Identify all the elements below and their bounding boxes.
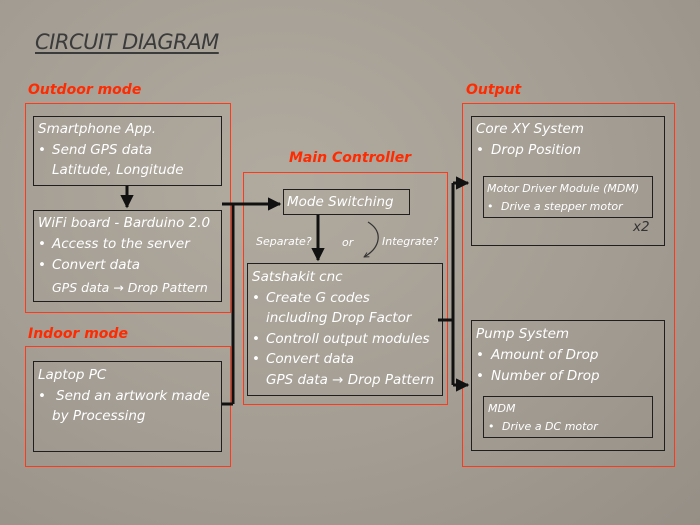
- output-label: Output: [466, 82, 522, 98]
- bullet: •: [38, 142, 46, 158]
- separate-label: Separate?: [256, 235, 312, 248]
- stepper-mdm-box: [483, 176, 653, 218]
- main-controller-label: Main Controller: [289, 150, 412, 166]
- bullet: •: [487, 200, 494, 213]
- bullet: •: [476, 368, 484, 384]
- bullet: •: [38, 257, 46, 273]
- pump-title: Pump System: [476, 326, 570, 342]
- wifi-line-3: GPS data → Drop Pattern: [52, 280, 208, 295]
- pump-bullet-2: Number of Drop: [491, 368, 600, 384]
- smartphone-title: Smartphone App.: [38, 121, 157, 137]
- cnc-bullet-3: Controll output modules: [266, 331, 430, 347]
- cnc-line-5: GPS data → Drop Pattern: [266, 372, 435, 388]
- stepper-mdm-title: Motor Driver Module (MDM): [487, 182, 640, 195]
- bullet: •: [38, 388, 46, 404]
- curved-option-arrow: [364, 221, 379, 258]
- or-label: or: [342, 236, 354, 249]
- smartphone-line-2: Latitude, Longitude: [52, 162, 184, 178]
- mode-switching-label: Mode Switching: [287, 194, 394, 210]
- wifi-bullet-1: Access to the server: [52, 236, 190, 252]
- bullet: •: [252, 290, 260, 306]
- bullet: •: [252, 331, 260, 347]
- wifi-title: WiFi board - Barduino 2.0: [38, 215, 211, 231]
- indoor-mode-group: [25, 346, 231, 467]
- smartphone-bullet-1: Send GPS data: [52, 142, 153, 158]
- integrate-label: Integrate?: [382, 235, 439, 248]
- bullet: •: [252, 351, 260, 367]
- multiplier-label: x2: [633, 219, 650, 235]
- cnc-line-2: including Drop Factor: [266, 310, 412, 326]
- outdoor-mode-group: [25, 103, 231, 313]
- stepper-mdm-bullet: Drive a stepper motor: [501, 200, 623, 213]
- output-group: [462, 103, 675, 467]
- outdoor-mode-label: Outdoor mode: [28, 82, 142, 98]
- main-controller-group: [243, 172, 448, 405]
- dc-mdm-bullet: Drive a DC motor: [502, 420, 598, 433]
- page-title: CIRCUIT DIAGRAM: [35, 30, 219, 54]
- bullet: •: [476, 142, 484, 158]
- corexy-bullet-1: Drop Position: [491, 142, 582, 158]
- pump-bullet-1: Amount of Drop: [491, 347, 599, 363]
- mode-switching-box: [283, 189, 410, 215]
- wifi-board-box: [33, 210, 222, 302]
- smartphone-app-box: [33, 116, 222, 186]
- dc-mdm-box: [483, 396, 653, 438]
- dc-mdm-title: MDM: [488, 402, 516, 415]
- laptop-pc-box: [33, 361, 222, 452]
- cnc-bullet-4: Convert data: [266, 351, 355, 367]
- core-xy-system-box: [471, 116, 665, 246]
- bullet: •: [488, 420, 495, 433]
- indoor-mode-label: Indoor mode: [28, 326, 128, 342]
- laptop-title: Laptop PC: [38, 367, 107, 383]
- satshakit-cnc-box: [247, 263, 443, 396]
- wifi-bullet-2: Convert data: [52, 257, 141, 273]
- cnc-title: Satshakit cnc: [252, 269, 343, 285]
- bullet: •: [476, 347, 484, 363]
- pump-system-box: [471, 320, 665, 451]
- laptop-line-2: by Processing: [52, 408, 146, 424]
- bullet: •: [38, 236, 46, 252]
- laptop-bullet-1: Send an artwork made: [56, 388, 210, 404]
- corexy-title: Core XY System: [476, 121, 584, 137]
- cnc-bullet-1: Create G codes: [266, 290, 370, 306]
